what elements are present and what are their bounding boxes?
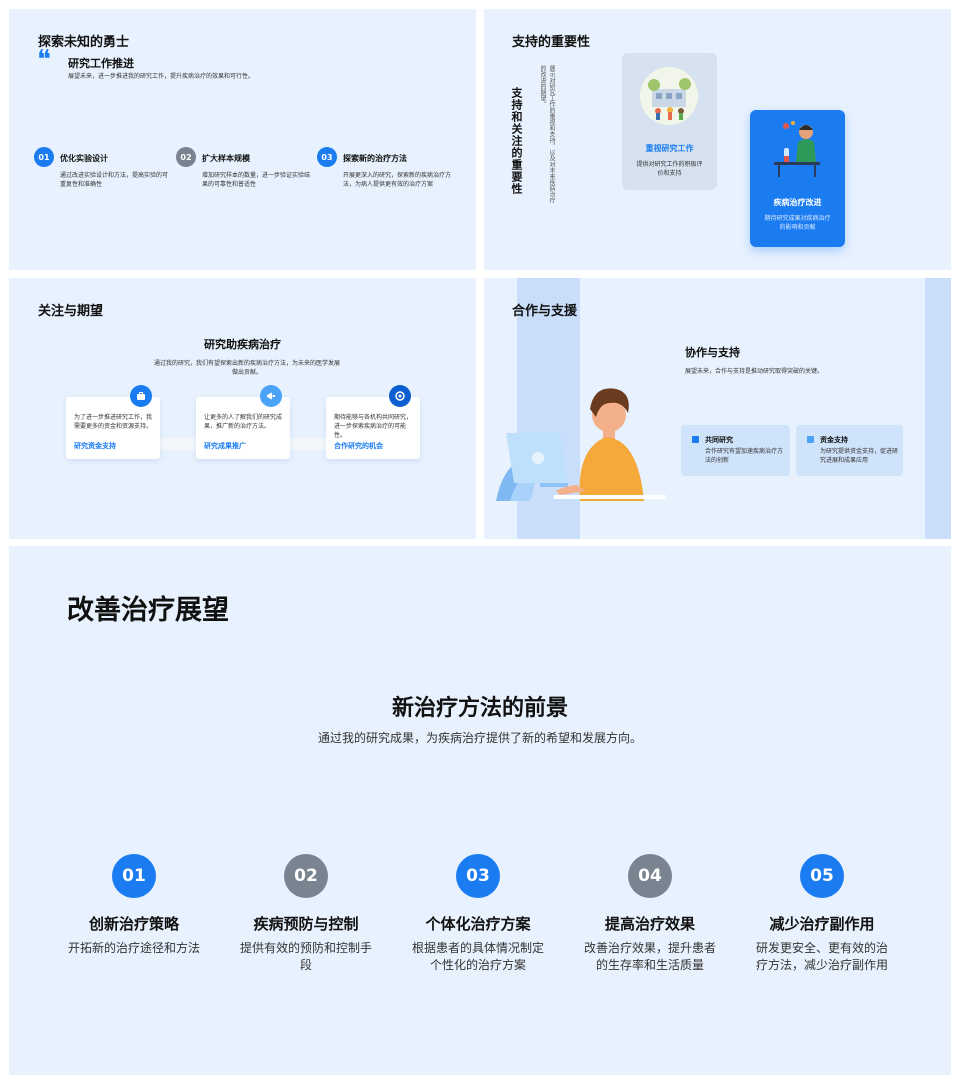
person-at-computer-illustration-icon (496, 388, 666, 501)
card-title: 合作研究的机会 (334, 442, 383, 450)
step-desc-3: 开展更深入的研究，探索新的疾病治疗方法，为病人提供更有效的治疗方案 (343, 172, 452, 188)
card-desc: 期待研究成果对疾病治疗的影响和贡献 (764, 215, 831, 231)
item-title-5: 减少治疗副作用 (769, 915, 875, 933)
slide-importance-of-support: 支持的重要性 支持和关注的重要性 展示对研究工作的重视和支持，以及对未来疾病治疗… (484, 9, 951, 270)
step-title-3: 探索新的治疗方法 (343, 154, 407, 163)
subtitle: 研究工作推进 (68, 57, 134, 70)
item-number-3: 03 (456, 854, 500, 898)
item-desc-2: 提供有效的预防和控制手段 (239, 941, 372, 972)
step-number-1: 01 (34, 147, 54, 167)
card-desc: 提供对研究工作的积极评价和支持 (636, 161, 703, 177)
step-title-2: 扩大样本规模 (202, 154, 250, 163)
item-number-2: 02 (284, 854, 328, 898)
card-title: 研究资金支持 (74, 442, 116, 450)
slide-cooperation-and-support: 合作与支援 协作与支持 展望未来，合作与支持是推动研究取得突破的关键。 共同研究… (484, 278, 951, 539)
subtitle-desc: 展望未来，进一步推进我的研究工作，提升疾病治疗的效果和可行性。 (68, 73, 255, 80)
slide-attention-and-expectation: 关注与期望 研究助疾病治疗 通过我的研究，我们有望探索出新的疾病治疗方法，为未来… (9, 278, 476, 539)
expectation-card-2: 让更多的人了解我们的研究成果，推广新的治疗方法。 研究成果推广 (196, 397, 290, 459)
item-number-4: 04 (628, 854, 672, 898)
support-card-research: 重视研究工作 提供对研究工作的积极评价和支持 (622, 53, 717, 190)
card-title: 重视研究工作 (645, 144, 694, 153)
item-number-5: 05 (800, 854, 844, 898)
step-desc-2: 增加研究样本的数量，进一步验证实验结果的可靠性和普适性 (202, 172, 311, 188)
expectation-card-3: 期待能够与各机构共同研究，进一步探索疾病治疗的可能性。 合作研究的机会 (326, 397, 420, 459)
item-title-1: 创新治疗策略 (88, 915, 179, 933)
box-desc: 合作研究有望加速疾病治疗方法的创新 (705, 448, 784, 464)
item-title-3: 个体化治疗方案 (425, 915, 531, 933)
step-number-2: 02 (176, 147, 196, 167)
square-bullet-icon (692, 436, 699, 443)
heading-desc: 通过我的研究，我们有望探索出新的疾病治疗方法，为未来的医学发展做出贡献。 (153, 360, 340, 376)
item-desc-1: 开拓新的治疗途径和方法 (67, 941, 200, 955)
quote-icon: ❝ (37, 45, 51, 75)
square-bullet-icon (807, 436, 814, 443)
slide-title: 支持的重要性 (512, 35, 591, 50)
card-title: 疾病治疗改进 (773, 198, 822, 207)
card-title: 研究成果推广 (204, 442, 246, 450)
step-number-3: 03 (317, 147, 337, 167)
heading: 研究助疾病治疗 (204, 338, 281, 351)
heading: 新治疗方法的前景 (391, 696, 568, 721)
box-desc: 为研究提供资金支持，促进研究进展和成果应用 (820, 448, 899, 464)
slide-title: 改善治疗展望 (67, 595, 229, 626)
support-card-treatment: 疾病治疗改进 期待研究成果对疾病治疗的影响和贡献 (750, 110, 845, 247)
box-joint-research: 共同研究 合作研究有望加速疾病治疗方法的创新 (681, 425, 790, 476)
community-illustration-icon (640, 67, 698, 125)
decor-bar-right (925, 278, 951, 539)
step-desc-1: 通过改进实验设计和方法，提高实验的可重复性和准确性 (60, 172, 169, 188)
scientist-illustration-icon (774, 121, 820, 177)
vertical-title: 支持和关注的重要性 (510, 87, 523, 195)
megaphone-icon (260, 385, 282, 407)
slide-improve-treatment-outlook: 改善治疗展望 新治疗方法的前景 通过我的研究成果，为疾病治疗提供了新的希望和发展… (9, 546, 951, 1075)
heading-desc: 展望未来，合作与支持是推动研究取得突破的关键。 (685, 368, 824, 375)
box-title: 资金支持 (820, 436, 848, 444)
heading: 协作与支持 (685, 346, 740, 359)
card-desc: 让更多的人了解我们的研究成果，推广新的治疗方法。 (204, 414, 283, 430)
step-title-1: 优化实验设计 (60, 154, 108, 163)
item-desc-4: 改善治疗效果，提升患者的生存率和生活质量 (583, 941, 716, 972)
item-desc-5: 研发更安全、更有效的治疗方法，减少治疗副作用 (755, 941, 888, 972)
slide-title: 合作与支援 (512, 304, 578, 319)
briefcase-icon (130, 385, 152, 407)
expectation-card-1: 为了进一步推进研究工作，我需要更多的资金和资源支持。 研究资金支持 (66, 397, 160, 459)
card-desc: 期待能够与各机构共同研究，进一步探索疾病治疗的可能性。 (334, 414, 413, 439)
vertical-desc: 展示对研究工作的重视和支持，以及对未来疾病治疗的改进的期望。 (539, 65, 555, 203)
item-title-2: 疾病预防与控制 (253, 915, 359, 933)
slide-title: 关注与期望 (38, 304, 104, 319)
slide-exploring-warrior: 探索未知的勇士 ❝ 研究工作推进 展望未来，进一步推进我的研究工作，提升疾病治疗… (9, 9, 476, 270)
item-desc-3: 根据患者的具体情况制定个性化的治疗方案 (411, 941, 544, 972)
item-title-4: 提高治疗效果 (604, 915, 695, 933)
box-funding-support: 资金支持 为研究提供资金支持，促进研究进展和成果应用 (796, 425, 903, 476)
slide-title: 探索未知的勇士 (38, 35, 130, 50)
box-title: 共同研究 (705, 436, 733, 444)
card-desc: 为了进一步推进研究工作，我需要更多的资金和资源支持。 (74, 414, 153, 430)
item-number-1: 01 (112, 854, 156, 898)
heading-desc: 通过我的研究成果，为疾病治疗提供了新的希望和发展方向。 (317, 731, 642, 745)
target-icon (389, 385, 411, 407)
